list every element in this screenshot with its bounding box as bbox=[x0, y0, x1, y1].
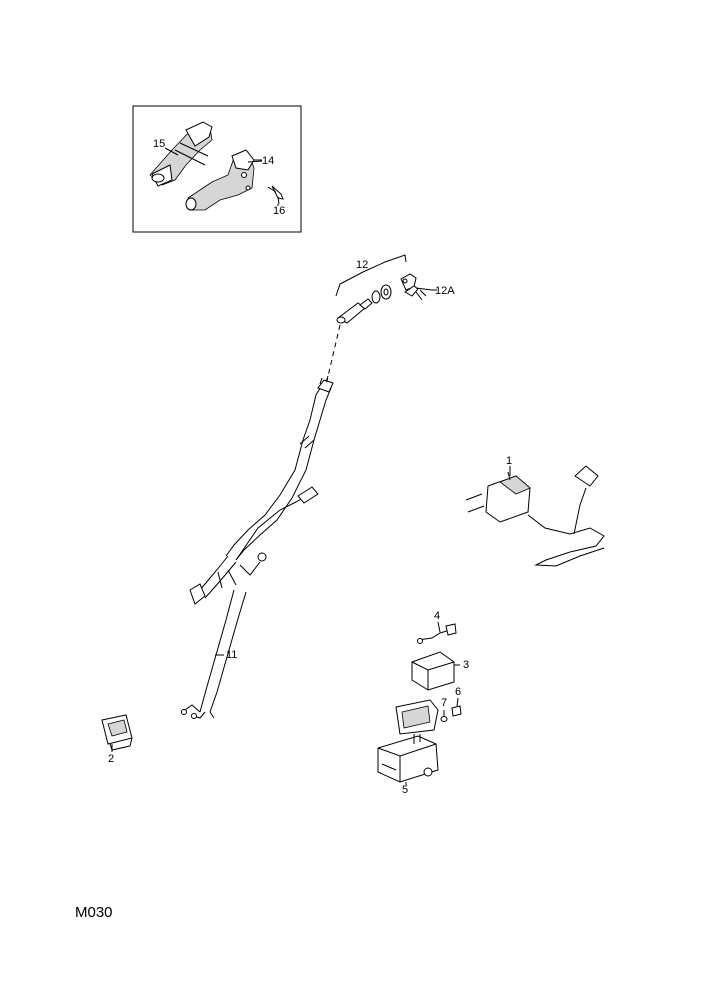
callout-7: 7 bbox=[441, 697, 448, 709]
dashed-connector-line bbox=[325, 324, 341, 386]
callout-6: 6 bbox=[455, 686, 462, 698]
bracket-line-12 bbox=[335, 254, 407, 297]
callout-1: 1 bbox=[506, 455, 513, 467]
leader-lines bbox=[111, 147, 511, 785]
clip-part-2 bbox=[101, 714, 133, 751]
callout-5: 5 bbox=[402, 784, 409, 796]
lead-part-4 bbox=[417, 623, 457, 644]
screw-part-6 bbox=[451, 705, 462, 717]
callout-3: 3 bbox=[463, 659, 470, 671]
callout-2: 2 bbox=[108, 753, 115, 765]
callout-15: 15 bbox=[153, 138, 166, 150]
inset-frame bbox=[132, 105, 302, 233]
housing-part-5 bbox=[377, 699, 439, 783]
diagram-code-label: M030 bbox=[75, 904, 113, 921]
callout-16: 16 bbox=[273, 205, 286, 217]
module-part-3 bbox=[411, 651, 455, 691]
wiring-harness-part-11 bbox=[181, 375, 334, 719]
bracket-part-14 bbox=[185, 149, 262, 211]
lock-cylinder-part-12 bbox=[336, 284, 392, 324]
callout-14: 14 bbox=[262, 155, 275, 167]
callout-4: 4 bbox=[434, 610, 441, 622]
bracket-part-15 bbox=[149, 121, 213, 187]
key-part-12a bbox=[400, 273, 433, 301]
charger-part-1 bbox=[465, 465, 605, 567]
washer-part-7 bbox=[440, 716, 448, 722]
callout-12a: 12A bbox=[435, 285, 455, 297]
callout-11: 11 bbox=[226, 649, 238, 661]
callout-12: 12 bbox=[356, 259, 369, 271]
screw-part-16 bbox=[267, 185, 284, 205]
